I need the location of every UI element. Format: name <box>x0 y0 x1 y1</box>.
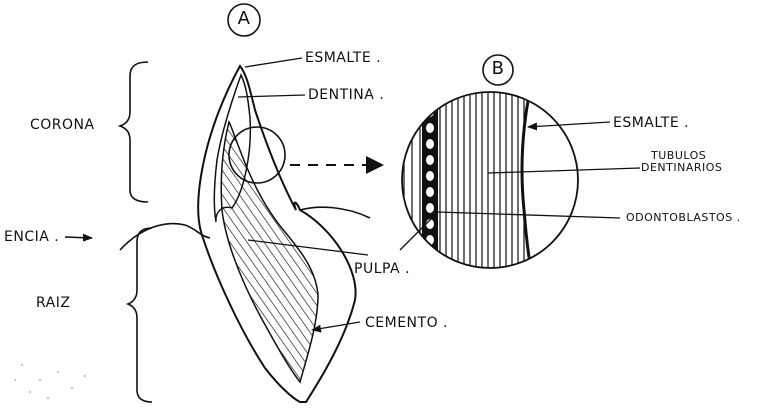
panel-a-letter: A <box>229 10 259 28</box>
label-dentina: DENTINA . <box>308 88 384 102</box>
label-esmalte-a: ESMALTE . <box>305 51 381 65</box>
label-tubulos-2: DENTINARIOS <box>641 162 722 173</box>
corona-brace <box>120 62 148 202</box>
panel-b-letter: B <box>483 60 513 78</box>
label-odontoblastos: ODONTOBLASTOS . <box>626 212 741 223</box>
label-encia: ENCIA . <box>4 230 59 244</box>
pulp-region <box>221 122 318 382</box>
label-cemento: CEMENTO . <box>365 316 448 330</box>
raiz-brace <box>128 228 152 402</box>
label-corona: CORONA <box>30 118 95 132</box>
label-tubulos-1: TUBULOS <box>651 150 706 161</box>
label-esmalte-b: ESMALTE . <box>613 116 689 130</box>
label-pulpa: PULPA . <box>354 262 410 276</box>
label-raiz: RAIZ <box>36 296 70 310</box>
